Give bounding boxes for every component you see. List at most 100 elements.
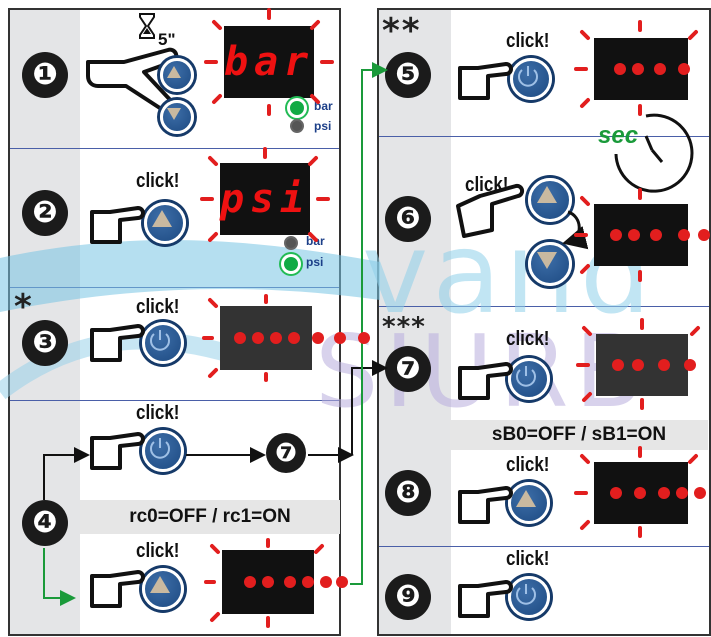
- flow-arrow: [43, 447, 90, 500]
- led-dot: [658, 487, 670, 499]
- down-button[interactable]: [160, 100, 194, 134]
- display-psi: psi: [220, 163, 310, 235]
- led-dot: [650, 229, 662, 241]
- led-dot: [678, 63, 690, 75]
- led-dot: [610, 229, 622, 241]
- led-dot: [334, 332, 346, 344]
- flow-arrow: [351, 360, 388, 455]
- down-triangle-icon: [537, 252, 557, 269]
- rc-rule: rc0=OFF / rc1=ON: [80, 500, 340, 534]
- power-icon: [518, 66, 538, 87]
- power-button[interactable]: [142, 322, 184, 364]
- led-dot: [612, 359, 624, 371]
- click-label: click!: [136, 402, 180, 424]
- click-label: click!: [136, 540, 180, 562]
- led-dot: [262, 576, 274, 588]
- power-icon: [516, 366, 536, 387]
- row-1: [10, 10, 339, 149]
- down-triangle-icon: [167, 108, 181, 120]
- led-dot: [288, 332, 300, 344]
- psi-indicator: [290, 119, 304, 133]
- step-1: ❶: [22, 52, 68, 98]
- led-dot: [658, 359, 670, 371]
- pointing-hand-icon: [456, 183, 525, 238]
- display-dots: [594, 204, 688, 266]
- pointing-hand-icon: [90, 324, 145, 362]
- led-dot: [676, 487, 688, 499]
- right-panel: [377, 8, 711, 636]
- led-dot: [336, 576, 348, 588]
- up-triangle-icon: [167, 66, 181, 78]
- led-dot: [320, 576, 332, 588]
- click-label: click!: [136, 170, 180, 192]
- led-dot: [694, 487, 706, 499]
- bar-indicator: [290, 101, 304, 115]
- power-button[interactable]: [510, 58, 552, 100]
- star-two: **: [382, 11, 422, 51]
- power-icon: [150, 438, 170, 459]
- step-9: ❾: [385, 574, 431, 620]
- led-dot: [610, 487, 622, 499]
- up-triangle-icon: [537, 186, 557, 203]
- led-dot: [684, 359, 696, 371]
- up-triangle-icon: [516, 490, 536, 507]
- step-7-inline: ❼: [266, 433, 306, 473]
- led-dot: [270, 332, 282, 344]
- led-dot: [632, 359, 644, 371]
- star-one: *: [14, 287, 32, 327]
- psi-indicator: [284, 257, 298, 271]
- display-bar: bar: [224, 26, 314, 98]
- click-label: click!: [136, 296, 180, 318]
- led-dot: [654, 63, 666, 75]
- led-dot: [234, 332, 246, 344]
- row-5: [379, 10, 709, 137]
- psi-unit-label: psi: [306, 255, 324, 269]
- pointing-hand-icon: [458, 580, 513, 618]
- pointing-hand-icon: [90, 432, 145, 470]
- led-dot: [628, 229, 640, 241]
- led-dot: [284, 576, 296, 588]
- down-button[interactable]: [528, 242, 572, 286]
- up-triangle-icon: [150, 576, 170, 593]
- sec-label: sec: [598, 122, 639, 149]
- pointing-hand-icon: [458, 362, 513, 400]
- power-button[interactable]: [508, 576, 550, 618]
- flow-arrow-green: [350, 62, 388, 585]
- led-dot: [244, 576, 256, 588]
- step-3: ❸: [22, 320, 68, 366]
- power-icon: [516, 584, 536, 605]
- step-6: ❻: [385, 196, 431, 242]
- led-dot: [302, 576, 314, 588]
- pointing-hand-icon: [90, 570, 145, 608]
- led-dot: [634, 487, 646, 499]
- power-button[interactable]: [508, 358, 550, 400]
- led-dot: [614, 63, 626, 75]
- curved-arrow-icon: [562, 210, 589, 250]
- click-label: click!: [506, 30, 550, 52]
- step-7: ❼: [385, 346, 431, 392]
- flow-arrow-green: [43, 548, 76, 606]
- bar-indicator: [284, 236, 298, 250]
- clock-icon: [614, 113, 694, 193]
- step-2: ❷: [22, 190, 68, 236]
- power-button[interactable]: [142, 430, 184, 472]
- up-triangle-icon: [152, 210, 172, 227]
- click-label: click!: [506, 454, 550, 476]
- led-dot: [312, 332, 324, 344]
- sb-rule: sB0=OFF / sB1=ON: [450, 420, 708, 450]
- row-3: [10, 287, 339, 401]
- step-5: ❺: [385, 52, 431, 98]
- pointing-hand-icon: [458, 486, 513, 524]
- step-column: [379, 10, 451, 634]
- led-dot: [632, 63, 644, 75]
- power-icon: [150, 330, 170, 351]
- psi-unit-label: psi: [314, 119, 332, 133]
- led-dot: [252, 332, 264, 344]
- row-6: [379, 136, 709, 307]
- led-dot: [698, 229, 710, 241]
- row-9: [379, 546, 709, 637]
- up-button[interactable]: [160, 58, 194, 92]
- hourglass-icon: [139, 13, 155, 39]
- step-8: ❽: [385, 470, 431, 516]
